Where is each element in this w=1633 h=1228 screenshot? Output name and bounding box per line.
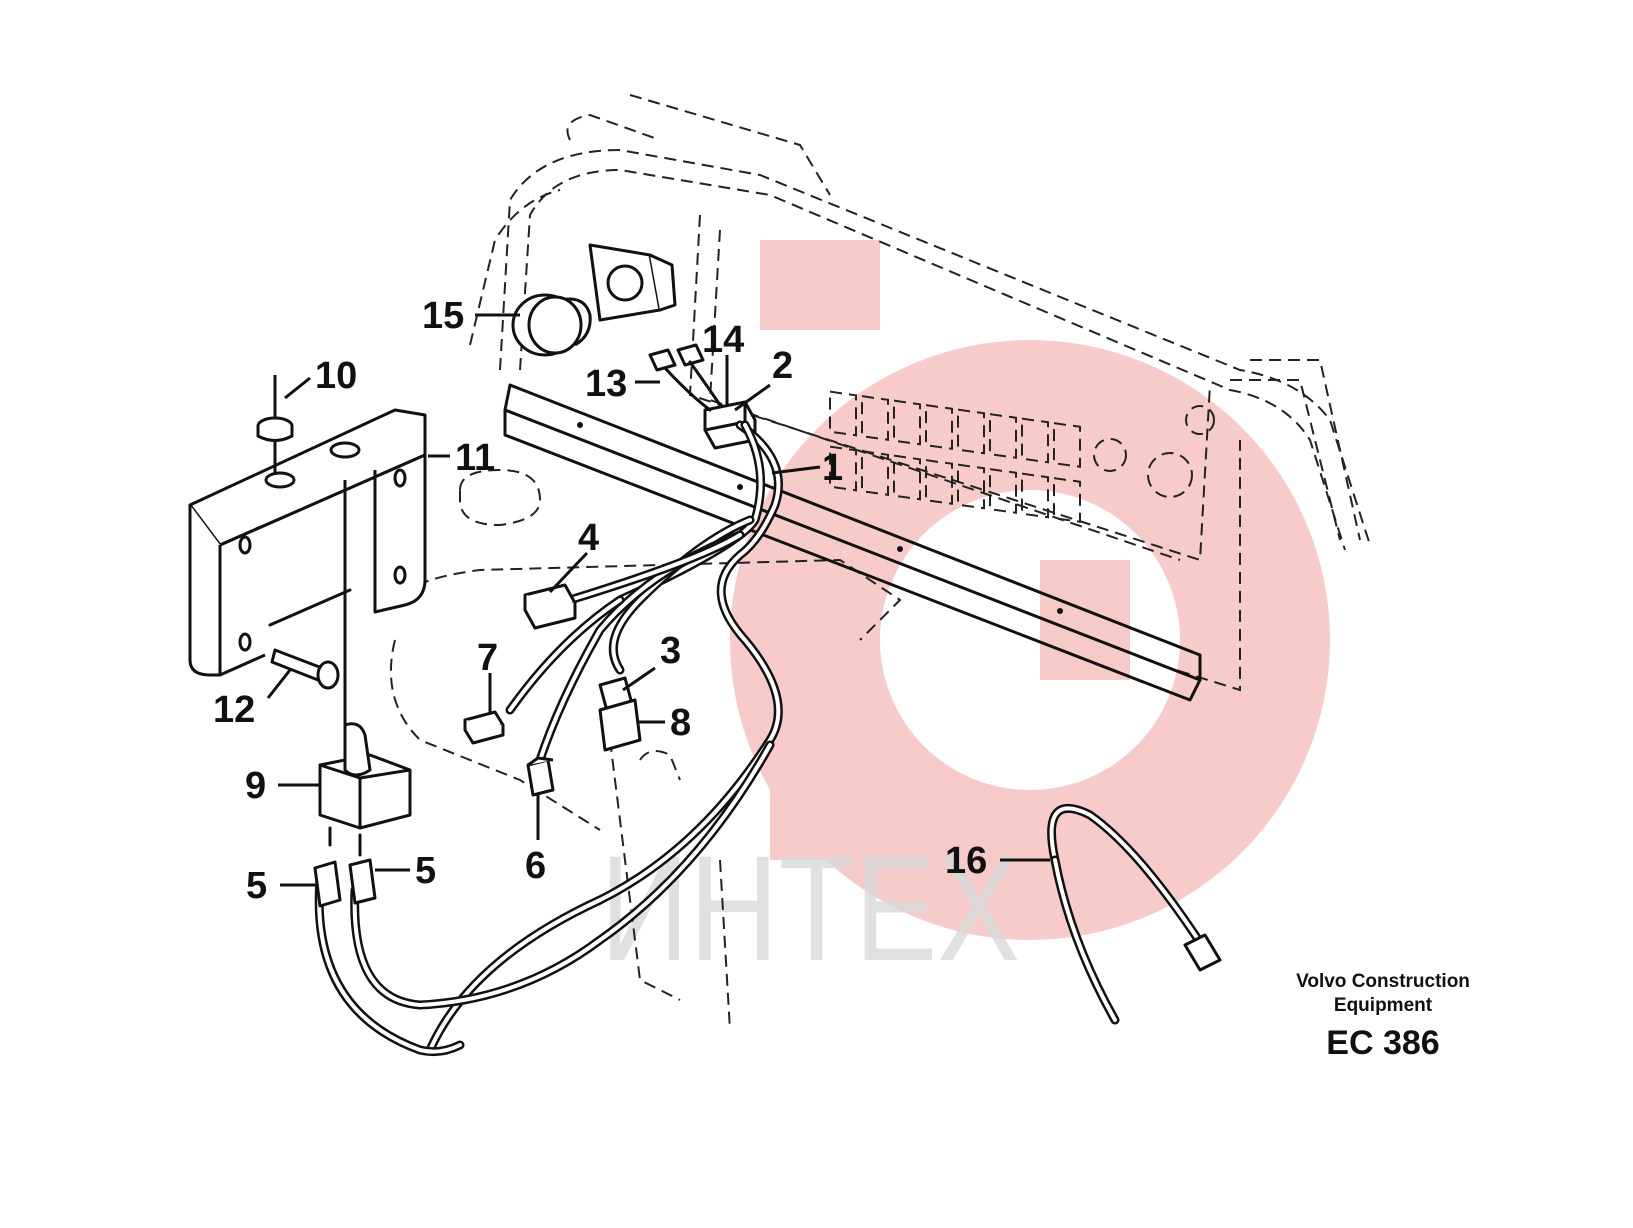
part-1-wiring-harness xyxy=(314,420,783,1057)
callout-5-right: 5 xyxy=(415,850,436,892)
callout-3: 3 xyxy=(660,630,681,672)
callout-8: 8 xyxy=(670,702,691,744)
callout-11: 11 xyxy=(455,437,495,479)
mounting-rail xyxy=(503,383,1202,702)
part-3-8-connector xyxy=(598,676,642,752)
model-code: EC 386 xyxy=(1326,1024,1440,1062)
callout-7: 7 xyxy=(477,637,498,679)
indicator-grid xyxy=(829,390,1215,523)
callout-2: 2 xyxy=(772,345,793,387)
watermark-gear-tooth-right xyxy=(1040,560,1130,680)
callout-14: 14 xyxy=(702,319,744,361)
manufacturer-line-2: Equipment xyxy=(1333,995,1433,1016)
watermark-gear-tooth-bottom xyxy=(770,770,890,860)
callout-10: 10 xyxy=(315,355,357,397)
callout-12: 12 xyxy=(213,689,255,731)
part-11-bracket xyxy=(188,408,427,677)
dashboard-panel-outline xyxy=(389,94,1371,1031)
callout-6: 6 xyxy=(525,845,546,887)
watermark-gear-tooth-top xyxy=(760,240,880,330)
manufacturer-line-1: Volvo Construction xyxy=(1296,971,1470,992)
part-7-connector xyxy=(463,710,505,745)
part-12-bolt xyxy=(270,648,340,690)
part-6-connector xyxy=(526,756,555,797)
callout-9: 9 xyxy=(245,765,266,807)
callout-16: 16 xyxy=(945,840,987,882)
callout-labels: 1 2 3 4 5 5 6 7 8 9 10 11 12 13 14 15 16 xyxy=(213,295,987,907)
part-10-washer xyxy=(256,375,294,475)
callout-4: 4 xyxy=(578,517,599,559)
part-5-connectors xyxy=(313,858,377,908)
diagram-caption: Volvo Construction Equipment EC 386 xyxy=(1253,970,1513,1063)
callout-13: 13 xyxy=(585,363,627,405)
callout-1: 1 xyxy=(822,447,843,489)
callout-5-left: 5 xyxy=(246,865,267,907)
part-15-knob xyxy=(511,243,677,357)
part-13-small-plugs xyxy=(648,343,722,412)
part-9-toggle-switch xyxy=(318,480,412,857)
watermark-gear-logo xyxy=(730,240,1330,940)
callout-15: 15 xyxy=(422,295,464,337)
part-16-cable-tie xyxy=(1047,803,1222,1025)
callout-leaders xyxy=(266,313,1050,887)
